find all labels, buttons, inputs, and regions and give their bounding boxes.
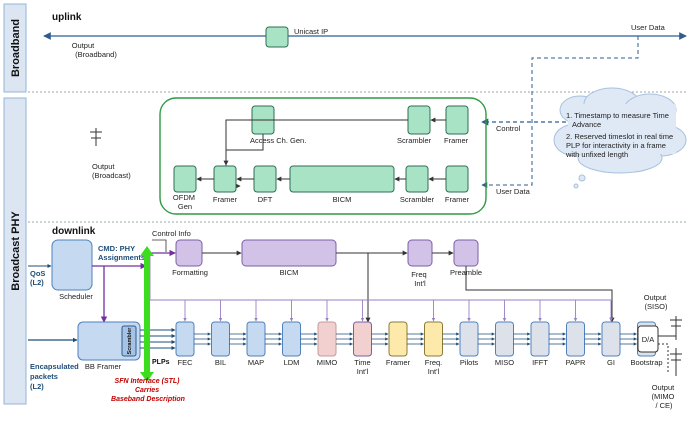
plps-label: PLPs (152, 359, 170, 366)
scrambler-vertical-label: Scrambler (127, 327, 133, 355)
control-label: Control (496, 124, 521, 133)
uplink-title: uplink (52, 12, 82, 23)
downlink-title: downlink (52, 226, 96, 237)
control-info-label: Control Info (152, 229, 191, 238)
uplink-framer-bottom-block (213, 165, 237, 193)
framer-bottom-label: Framer (213, 195, 238, 204)
gi-block (601, 321, 621, 357)
ldm-block (282, 321, 301, 357)
output-broadcast-label: Output (Broadcast) (92, 162, 131, 180)
uplink-scrambler-top-block (407, 105, 431, 135)
dft-label: DFT (258, 195, 273, 204)
arrow-preamble-bootstrap (465, 266, 615, 323)
scheduler-block (51, 239, 93, 291)
broadcast-antenna-icon (90, 128, 102, 146)
output-siso-label: Output (SISO) (644, 293, 669, 311)
miso-block (495, 321, 514, 357)
unicast-ip-label: Unicast IP (294, 27, 328, 36)
framer-top-label: Framer (444, 136, 469, 145)
user-data-dashed-path (481, 36, 639, 188)
pilots-block (459, 321, 479, 357)
fec-block (175, 321, 195, 357)
access-ch-gen-label: Access Ch. Gen. (250, 136, 306, 145)
dft-block (253, 165, 277, 193)
da-label: D/A (642, 335, 655, 344)
framer-block (388, 321, 408, 357)
papr-block (566, 321, 585, 357)
time-int-l-block (353, 321, 372, 357)
miso-label: MISO (495, 358, 514, 367)
ldm-label: LDM (284, 358, 300, 367)
map-label: MAP (248, 358, 264, 367)
preamble-block (453, 239, 479, 267)
scrambler-bottom-label: Scrambler (400, 195, 435, 204)
user-data-side-label: User Data (496, 187, 531, 196)
formatting-block (175, 239, 203, 267)
qos-label: QoS (L2) (30, 269, 48, 287)
downlink-bicm-block (241, 239, 337, 267)
pilots-label: Pilots (460, 358, 479, 367)
uplink-framer-bottom-right-block (445, 165, 469, 193)
bootstrap-label: Bootstrap (630, 358, 662, 367)
encapsulated-label: Encapsulated packets (L2) (30, 362, 81, 391)
bb-framer-label: BB Framer (85, 362, 122, 371)
papr-label: PAPR (566, 358, 586, 367)
ofdm-gen-block (173, 165, 197, 193)
mimo-block (317, 321, 337, 357)
sfn-interface-bar (144, 252, 150, 374)
da-block (637, 325, 659, 353)
bil-label: BIL (215, 358, 226, 367)
unicast-ip-block (265, 26, 289, 48)
downlink-bicm-label: BICM (280, 268, 299, 277)
bil-block (211, 321, 230, 357)
scrambler-inner-block (121, 325, 137, 357)
mimo-label: MIMO (317, 358, 338, 367)
scheduler-label: Scheduler (59, 292, 93, 301)
band-broadcast-phy (3, 97, 27, 405)
sfn-description: SFN Interface (STL) Carries Baseband Des… (111, 378, 185, 403)
output-broadband-label: Output (Broadband) (72, 41, 118, 59)
cloud-text: 1. Timestamp to measure Time Advance 2. … (565, 111, 675, 159)
control-drops (183, 300, 613, 322)
freq-intl-top-label: Freq Int'l (411, 270, 429, 288)
freq-int-l-block (424, 321, 443, 357)
uplink-frame (159, 97, 487, 215)
arrow-control-info (152, 239, 167, 252)
freq-int-l-label: Freq.Int'l (425, 358, 443, 376)
cmd-label: CMD: PHY Assignments (98, 244, 145, 262)
formatting-label: Formatting (172, 268, 208, 277)
uplink-scrambler-bottom-block (405, 165, 429, 193)
scrambler-top-label: Scrambler (397, 136, 432, 145)
ofdm-gen-label: OFDM Gen (173, 193, 197, 211)
gi-label: GI (607, 358, 615, 367)
freq-intl-top-block (407, 239, 433, 267)
arrow-access-framer (223, 134, 264, 166)
uplink-bicm-block (289, 165, 395, 193)
ifft-block (530, 321, 550, 357)
mimo-antenna-icon (670, 348, 682, 376)
uplink-bicm-label: BICM (333, 195, 352, 204)
cloud-note (553, 87, 687, 189)
uplink-framer-top-block (445, 105, 469, 135)
sfn-arrow-head-bottom (140, 372, 154, 382)
sfn-arrow-head-top (140, 246, 154, 256)
band-broadband-label: Broadband (10, 19, 22, 77)
band-broadcast-phy-label: Broadcast PHY (10, 211, 22, 291)
framer-bottom-right-label: Framer (445, 195, 470, 204)
user-data-top-label: User Data (631, 23, 666, 32)
map-block (246, 321, 266, 357)
fec-label: FEC (178, 358, 194, 367)
ifft-label: IFFT (532, 358, 548, 367)
output-mimo-label: Output (MIMO / CE) (651, 383, 676, 410)
arrow-da-mimo (658, 343, 669, 372)
band-broadband (3, 3, 27, 93)
framer-label: Framer (386, 358, 411, 367)
